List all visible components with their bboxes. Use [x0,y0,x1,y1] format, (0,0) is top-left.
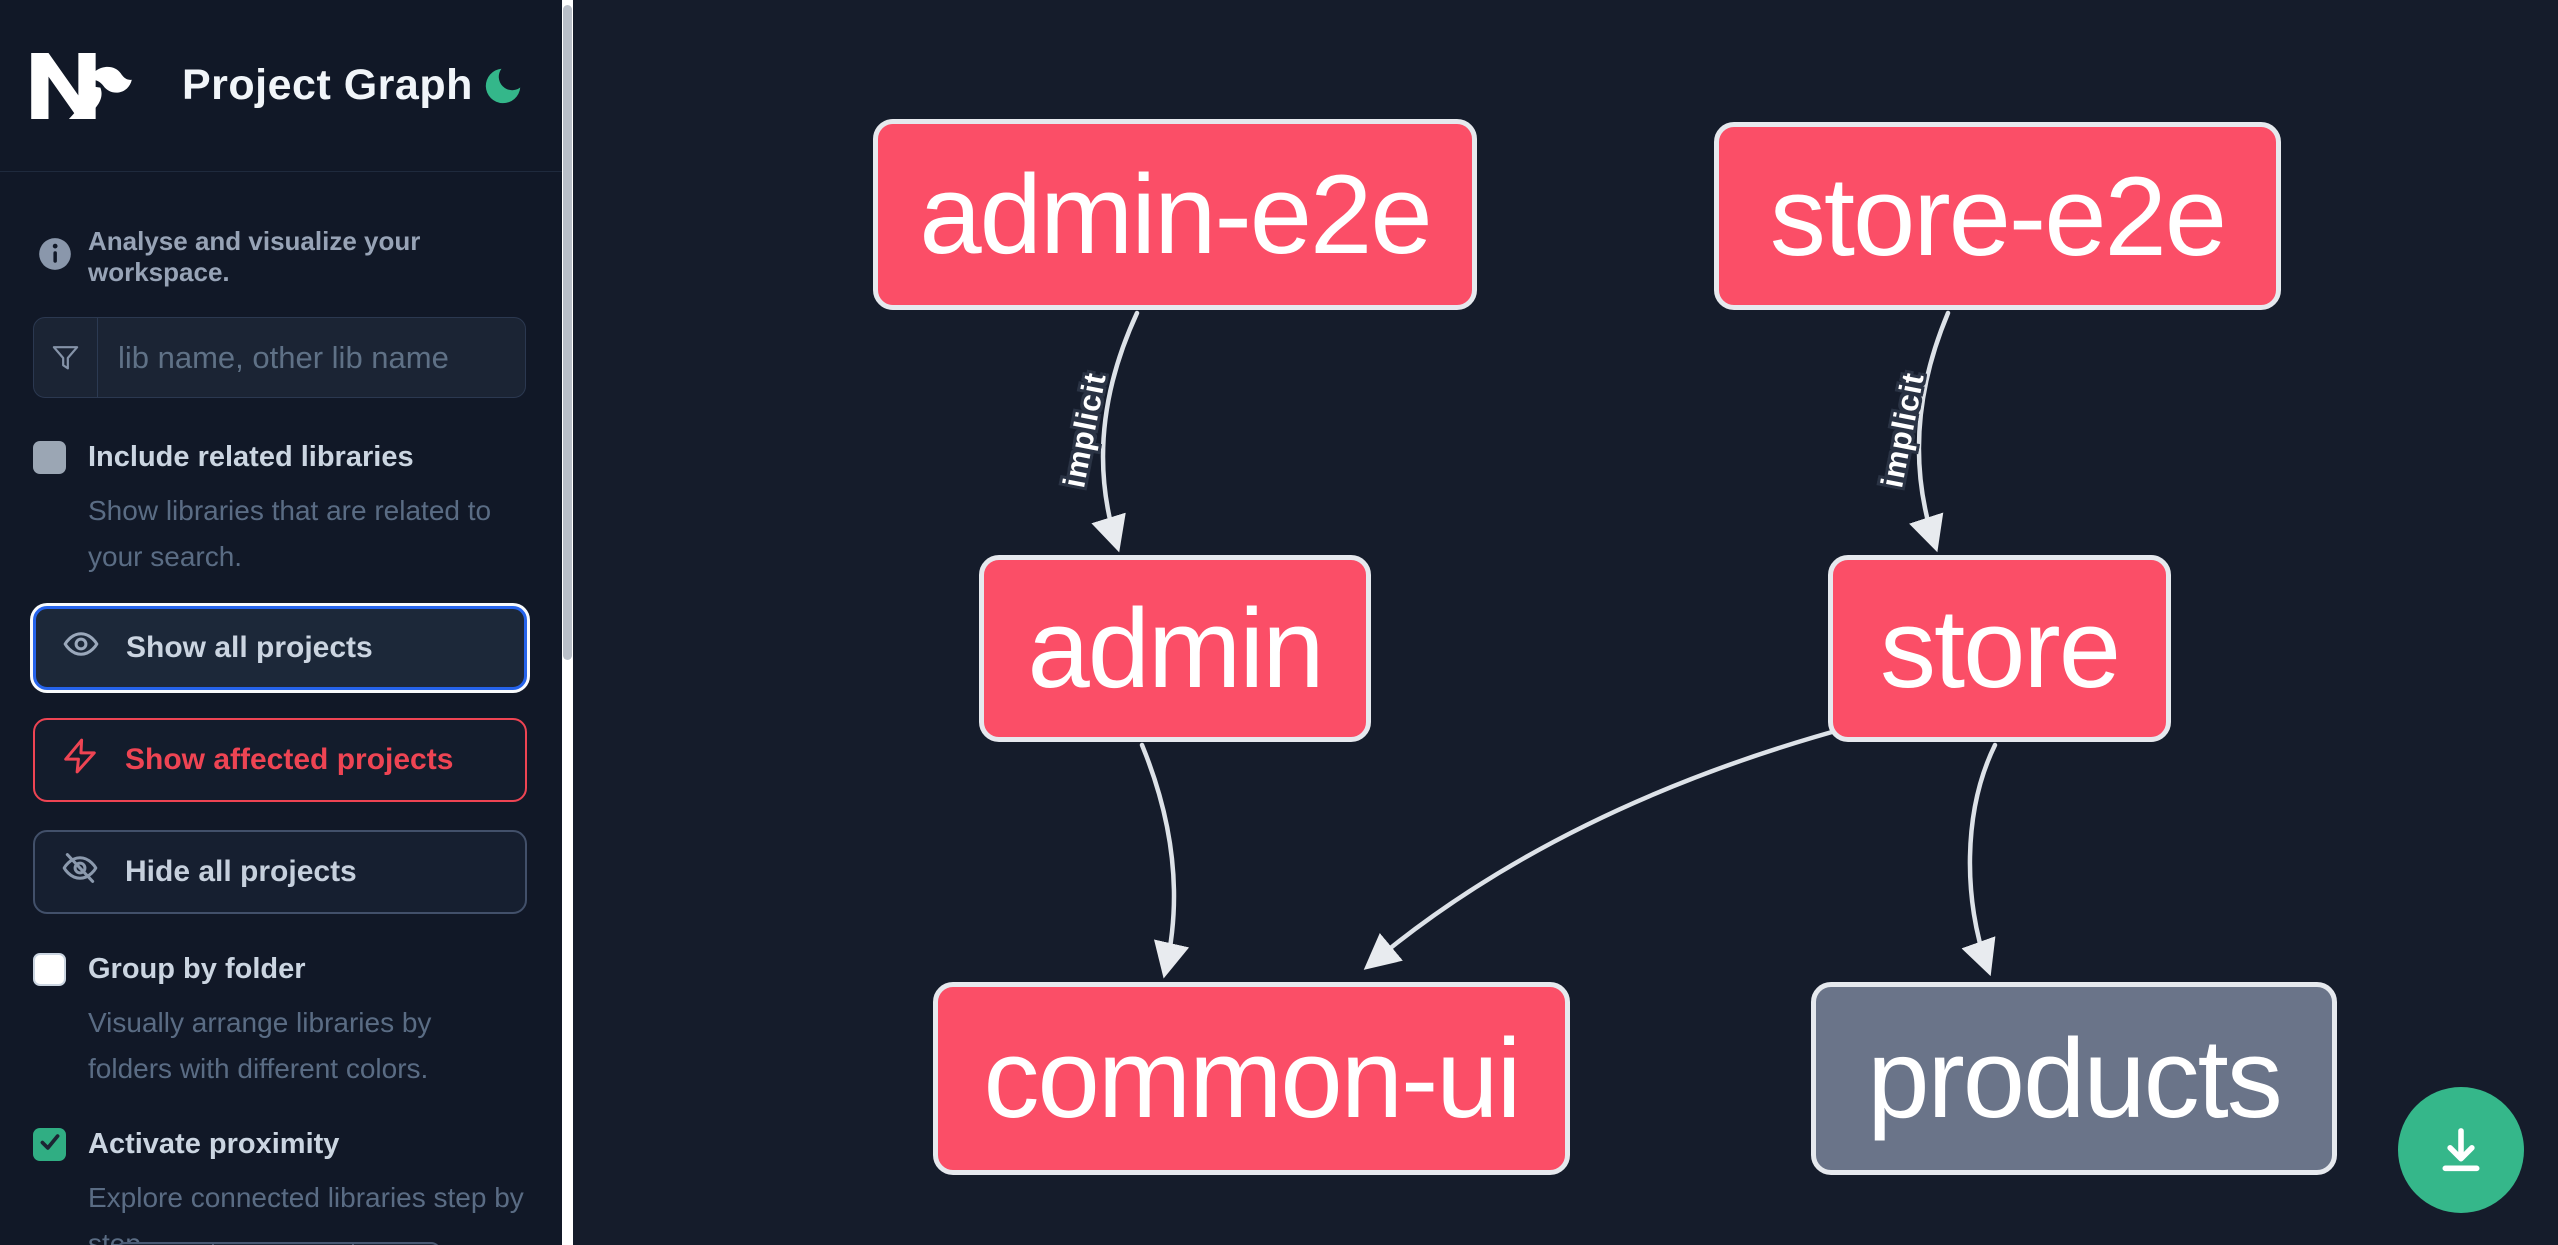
nx-logo-icon [31,52,132,119]
project-node-products[interactable]: products [1811,982,2337,1175]
include-related-checkbox[interactable] [33,441,66,474]
show-affected-projects-button[interactable]: Show affected projects [33,718,527,802]
sidebar-scrollbar-thumb[interactable] [563,5,572,660]
hide-all-projects-label: Hide all projects [125,855,357,888]
project-node-store[interactable]: store [1828,555,2171,742]
group-by-folder-checkbox[interactable] [33,953,66,986]
activate-proximity-label: Activate proximity [88,1128,340,1160]
activate-proximity-toggle: Activate proximity Explore connected lib… [33,1128,533,1245]
group-by-folder-toggle: Group by folder Visually arrange librari… [33,953,533,1092]
search-box [33,317,537,398]
include-related-toggle: Include related libraries Show libraries… [33,441,533,580]
include-related-description: Show libraries that are related to your … [88,495,492,572]
eye-icon [62,625,100,671]
download-graph-button[interactable] [2398,1087,2524,1213]
check-icon [37,1129,63,1160]
sidebar: Project Graph Analyse and visualize your… [0,0,562,1245]
theme-toggle-button[interactable] [480,63,526,109]
filter-icon [34,318,98,397]
moon-icon [480,63,526,109]
activate-proximity-checkbox[interactable] [33,1128,66,1161]
show-all-projects-label: Show all projects [126,631,373,664]
search-input[interactable] [98,318,537,397]
eye-off-icon [61,849,99,895]
project-node-store-e2e[interactable]: store-e2e [1714,122,2281,310]
edge-admin-to-common-ui[interactable] [1139,742,1190,979]
show-affected-projects-label: Show affected projects [125,743,454,776]
project-node-admin[interactable]: admin [979,555,1371,742]
group-by-folder-description: Visually arrange libraries by folders wi… [88,1007,432,1084]
download-icon [2432,1120,2490,1181]
project-node-common-ui[interactable]: common-ui [933,982,1570,1175]
edge-store-to-common-ui[interactable] [1363,724,1853,970]
workspace-tagline: Analyse and visualize your workspace. [36,226,562,288]
hide-all-projects-button[interactable]: Hide all projects [33,830,527,914]
activate-proximity-description: Explore connected libraries step by step… [88,1182,524,1245]
edge-store-e2e-to-store[interactable] [1909,310,1951,553]
project-node-admin-e2e[interactable]: admin-e2e [873,119,1477,310]
group-by-folder-label: Group by folder [88,953,306,985]
lightning-bolt-icon [61,737,99,783]
edge-admin-e2e-to-admin[interactable] [1091,310,1140,553]
info-icon [36,235,74,280]
include-related-label: Include related libraries [88,441,414,473]
sidebar-scrollbar-track [562,0,573,1245]
show-all-projects-button[interactable]: Show all projects [33,606,527,690]
page-title: Project Graph [182,61,473,109]
sidebar-header: Project Graph [0,0,562,172]
edge-store-to-products[interactable] [1961,742,1998,977]
tagline-text: Analyse and visualize your workspace. [88,226,421,287]
